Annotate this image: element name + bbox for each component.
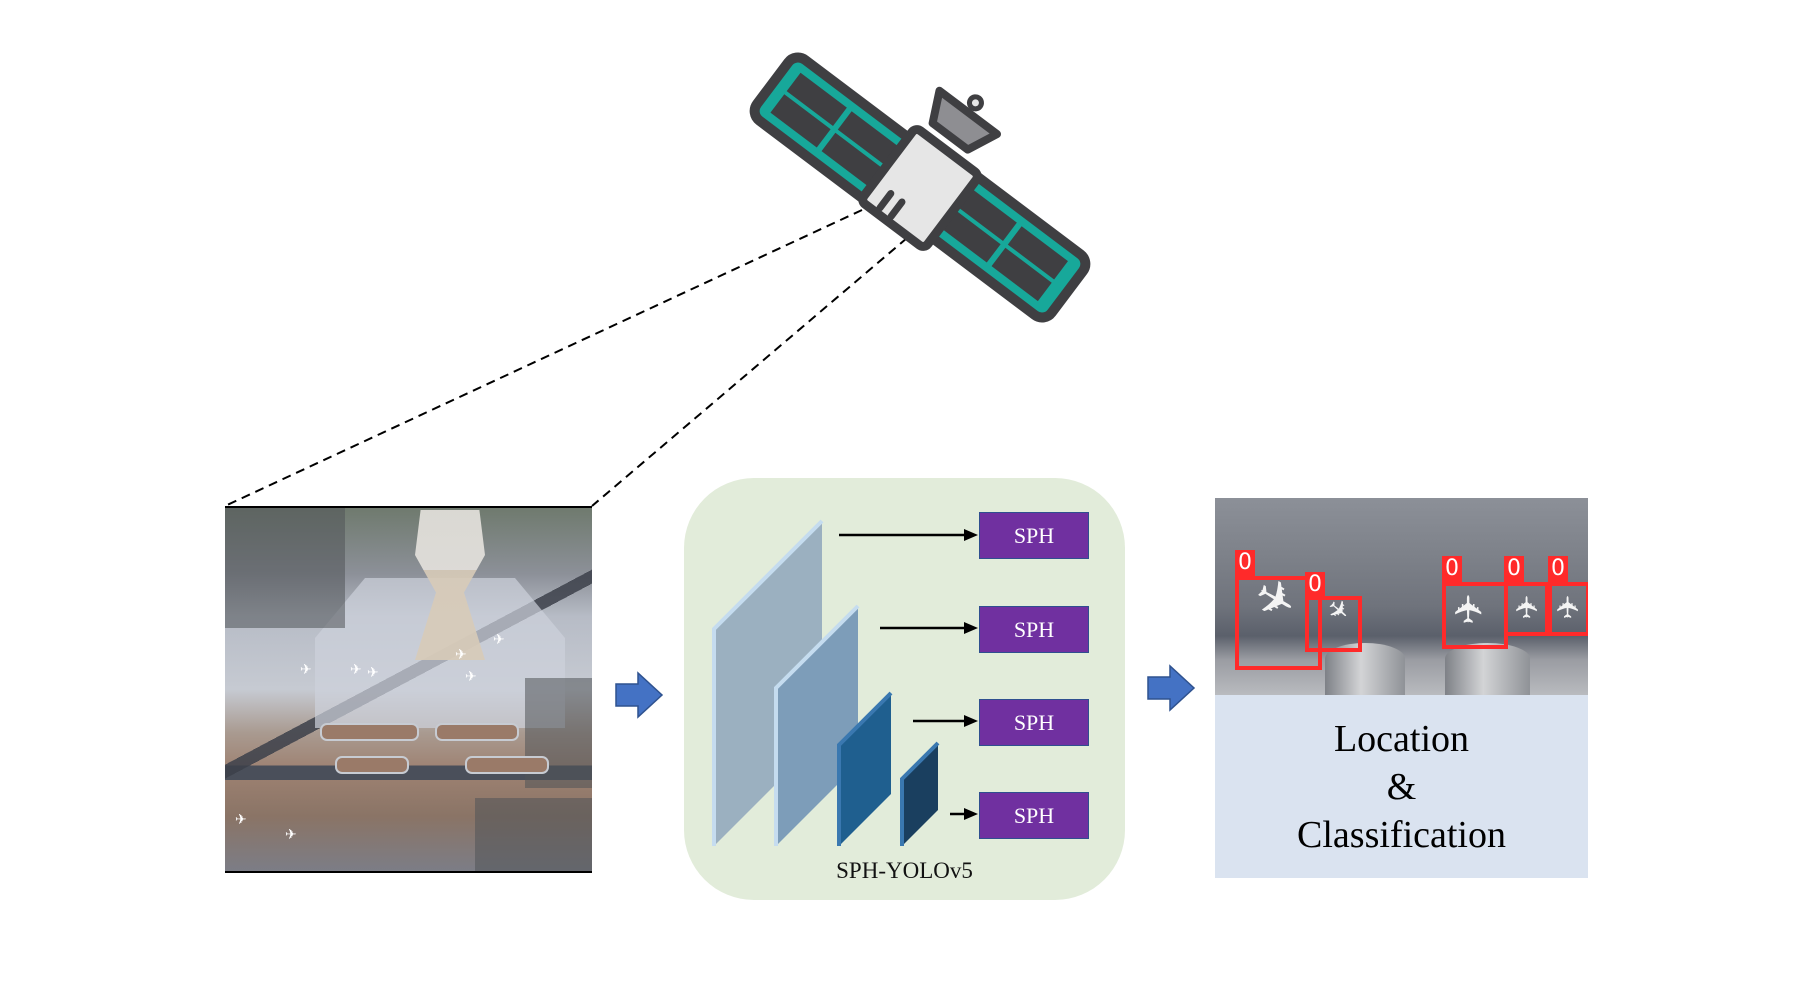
detection-label: 0 [1235,550,1255,576]
plane-marker: ✈ [350,662,362,678]
sph-head-4: SPH [979,792,1089,839]
detection-box [1442,582,1508,649]
detection-box [1235,576,1322,670]
detection-label: 0 [1548,556,1568,582]
taxiway-island [435,723,519,741]
network-label: SPH-YOLOv5 [836,858,973,883]
feature-map-4 [902,743,938,846]
feature-map-edge [900,741,940,846]
view-line-left [224,209,863,507]
arrowhead [964,622,978,634]
detection-box [1504,582,1549,636]
urban-area [225,508,345,628]
feature-map-edge [712,519,824,846]
arrowhead [964,529,978,541]
sph-head-1: SPH [979,512,1089,559]
detection-box [1548,582,1588,636]
taxiway-island [320,723,419,741]
feature-map-3 [839,693,891,846]
plane-marker: ✈ [465,669,477,685]
sph-head-2: SPH [979,606,1089,653]
caption-line-location: Location [1333,717,1470,760]
sph-head-3: SPH [979,699,1089,746]
feature-pyramid [712,519,978,846]
plane-marker: ✈ [235,812,247,828]
feature-map-edge [837,691,893,846]
plane-marker: ✈ [493,632,505,648]
right-arrow-icon [615,671,664,719]
caption-line-ampersand: & [1386,765,1417,808]
satellite-icon [749,52,1091,323]
detection-label: 0 [1504,556,1524,582]
plane-marker: ✈ [455,647,467,663]
caption-line-classification: Classification [1297,813,1506,856]
plane-marker: ✈ [367,665,379,681]
taxiway-island [465,756,549,774]
result-caption: Location & Classification [1215,695,1588,878]
view-line-right [591,237,908,507]
detection-label: 0 [1442,556,1462,582]
plane-marker: ✈ [285,827,297,843]
plane-marker: ✈ [300,662,312,678]
right-arrow-icon [1147,664,1196,712]
detection-label: 0 [1305,572,1325,598]
detection-result-image: ✈ ✈ ✈ ✈ ✈ 0 0 0 0 0 [1215,498,1588,695]
taxiway-island [335,756,409,774]
hangar-silo [1445,643,1530,695]
arrowhead [964,715,978,727]
satellite-airport-image: ✈ ✈ ✈ ✈ ✈ ✈ ✈ ✈ [225,506,592,873]
urban-area [475,798,592,871]
feature-map-edge [774,604,860,846]
feature-map-2 [776,606,858,846]
detection-box [1305,596,1362,652]
arrowhead [964,808,978,820]
